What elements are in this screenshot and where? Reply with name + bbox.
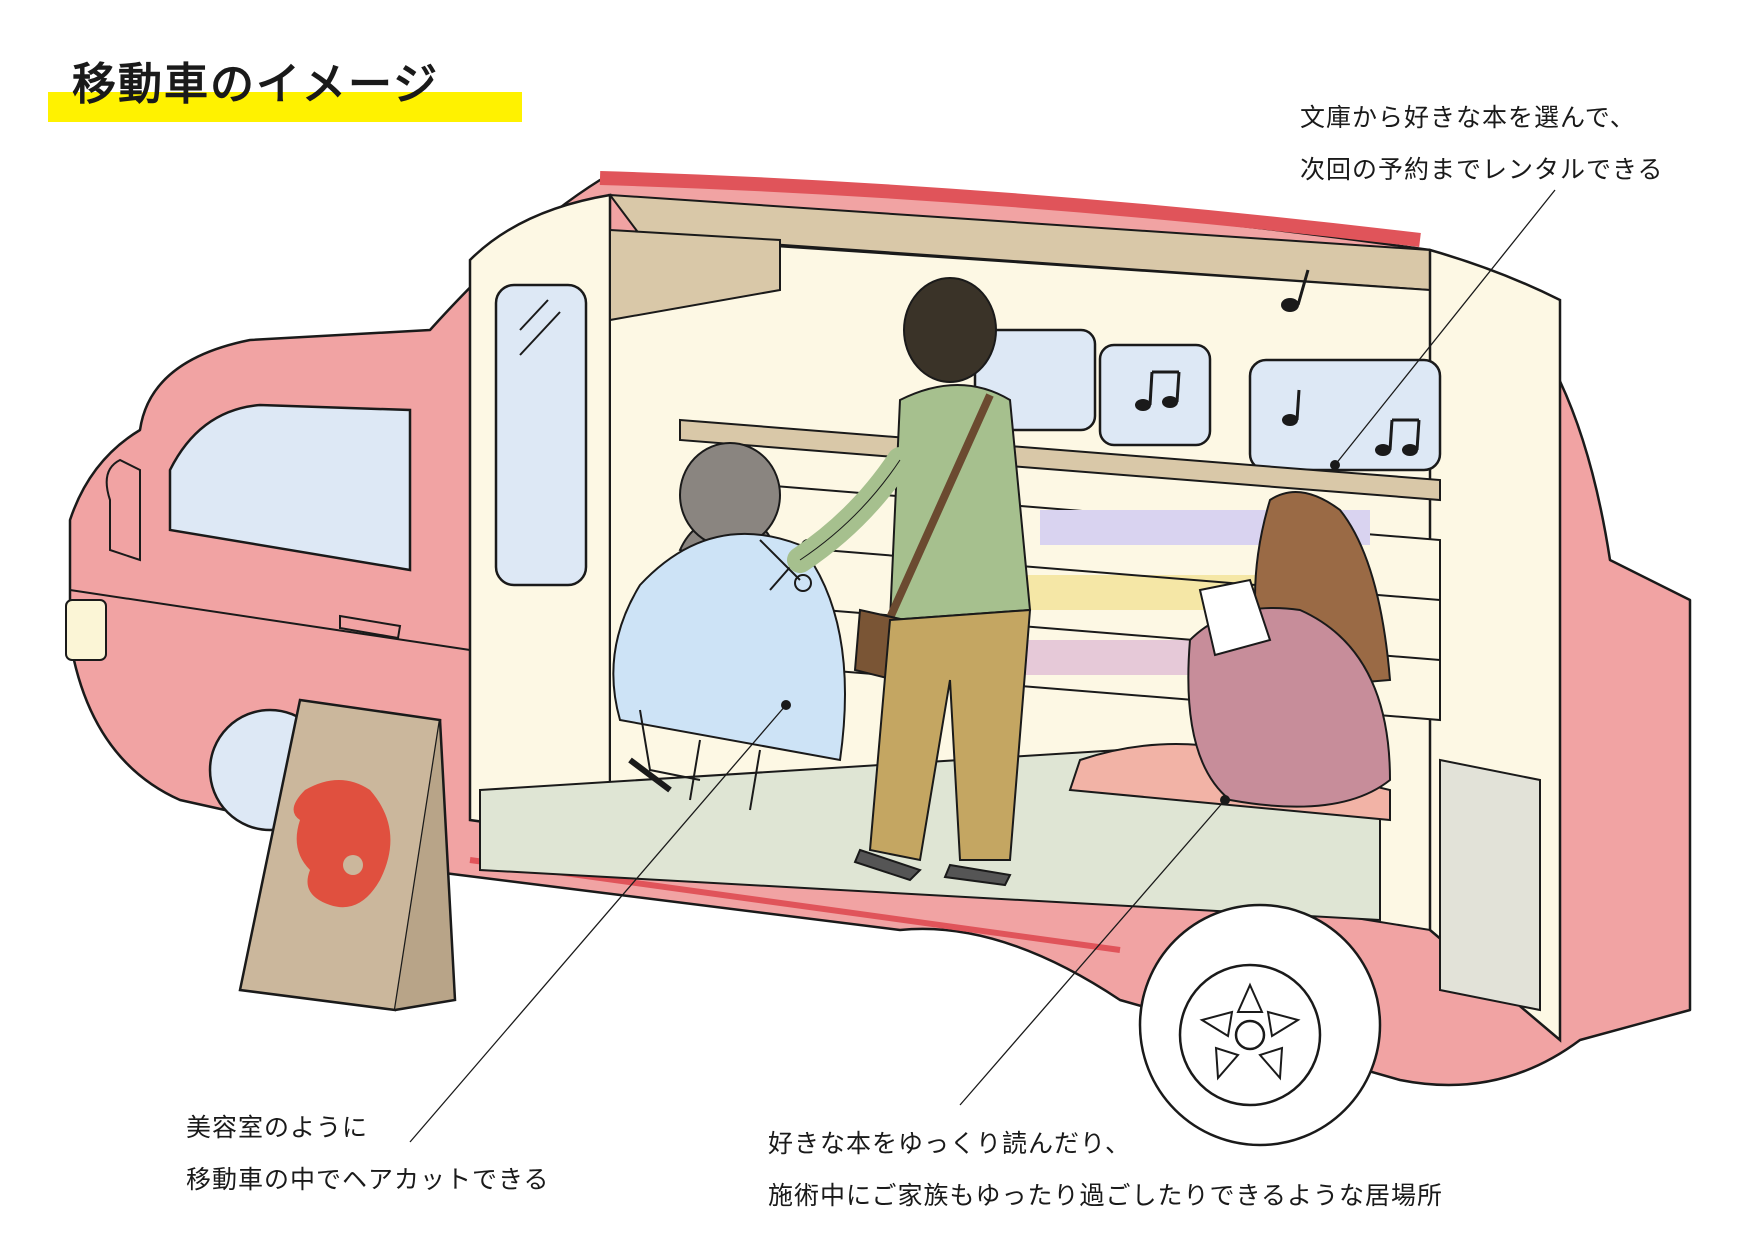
front-window (168, 403, 412, 572)
annotation-relax: 好きな本をゆっくり読んだり、 施術中にご家族もゆったり過ごしたりできるような居場… (768, 1118, 1443, 1222)
annotation-line: 文庫から好きな本を選んで、 (1300, 103, 1636, 132)
annotation-line: 施術中にご家族もゆったり過ごしたりできるような居場所 (768, 1181, 1444, 1210)
annotation-line: 移動車の中でヘアカットできる (186, 1165, 550, 1194)
title-block: 移動車のイメージ (48, 44, 526, 126)
leader-lines (409, 189, 1556, 1143)
door-frame (468, 193, 612, 842)
music-note-icon (1135, 269, 1421, 456)
title-highlight (48, 92, 522, 122)
rear-wheel (1138, 903, 1382, 1147)
annotation-line: 美容室のように (186, 1113, 369, 1142)
page-title: 移動車のイメージ (72, 59, 440, 110)
reading-person (1187, 491, 1392, 808)
annotation-line: 好きな本をゆっくり読んだり、 (768, 1129, 1132, 1158)
annotation-books: 文庫から好きな本を選んで、 次回の予約までレンタルできる (1300, 92, 1664, 196)
annotation-line: 次回の予約までレンタルできる (1300, 155, 1664, 184)
annotation-haircut: 美容室のように 移動車の中でヘアカットできる (186, 1102, 550, 1206)
stylist-person (787, 277, 1032, 887)
salon-logo-icon (293, 780, 391, 908)
